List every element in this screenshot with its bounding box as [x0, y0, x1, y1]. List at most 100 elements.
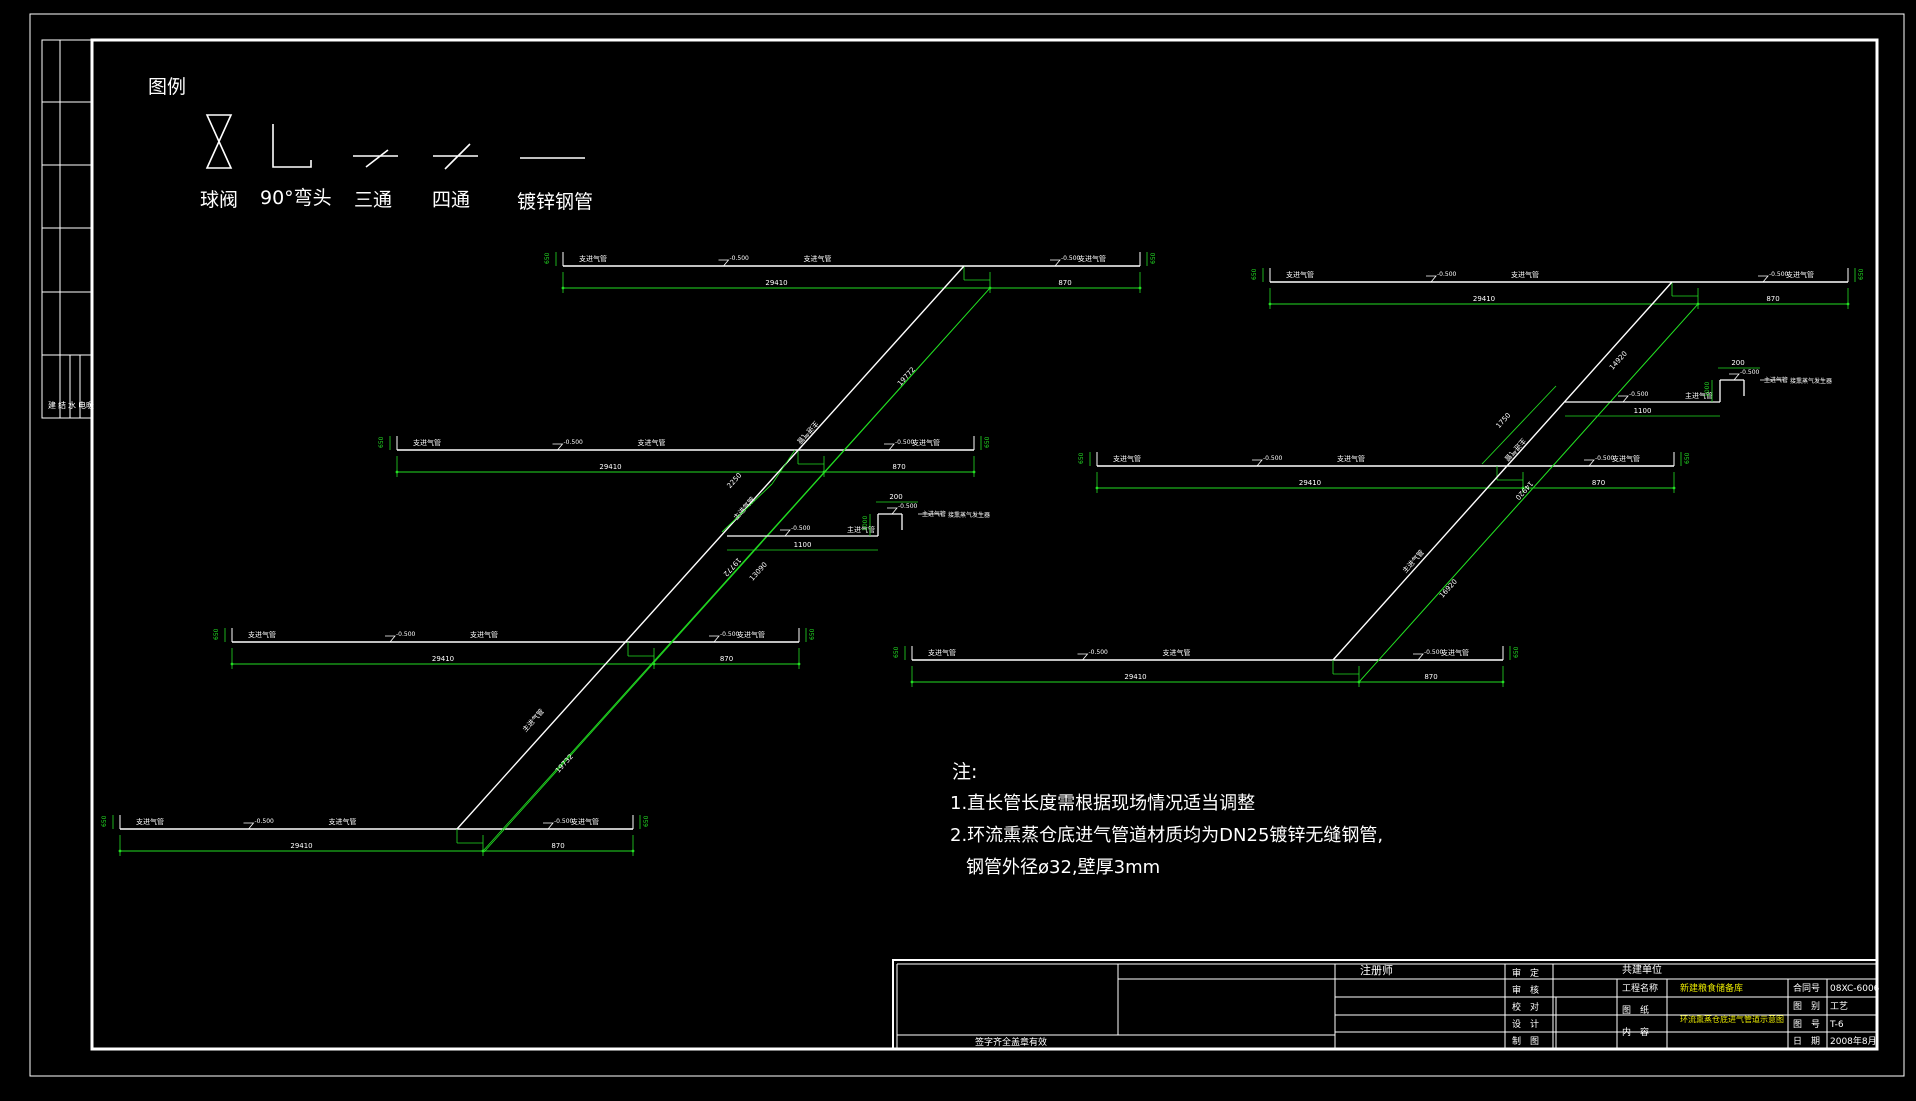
branch-label: 支进气管: [413, 438, 441, 447]
tb-role-2: 审 核: [1512, 984, 1539, 996]
riser-dimension-label: 16920: [1438, 578, 1459, 600]
riser-dimension-line: [483, 287, 991, 853]
dimension-right-label: 870: [1424, 673, 1437, 681]
dimension-tick: [1521, 486, 1525, 490]
riser-dimension-label: 13090: [748, 561, 769, 583]
elevation-label: -0.500: [1089, 649, 1109, 656]
main-pipe: [456, 265, 965, 830]
strip-label-3: 水: [68, 400, 76, 410]
dimension-right-label: 870: [1766, 295, 1779, 303]
dimension-tick: [1672, 486, 1676, 490]
dimension-left-label: 29410: [1299, 479, 1321, 487]
end-height-label: 650: [1684, 452, 1691, 464]
tb-project-value: 新建粮食储备库: [1680, 982, 1743, 994]
elevation-label: -0.500: [720, 631, 740, 638]
tb-registered: 注册师: [1360, 963, 1393, 977]
riser-dimension-line: [1358, 303, 1699, 683]
branch-label: 支进气管: [571, 817, 599, 826]
elevation-label: -0.500: [1437, 271, 1457, 278]
branch-label: 支进气管: [1511, 270, 1539, 279]
elevation-label: -0.500: [1263, 455, 1283, 462]
legend-label-tee: 三通: [354, 189, 392, 211]
tb-unit-label: 共建单位: [1622, 963, 1662, 976]
tb-project-label: 工程名称: [1622, 982, 1658, 994]
stub-label: 主进气管: [1685, 391, 1713, 400]
elevation-label: -0.500: [1424, 649, 1444, 656]
dimension-tick: [797, 662, 801, 666]
legend-label-cross: 四通: [432, 189, 470, 211]
dimension-tick: [631, 849, 635, 853]
note-line-2: 2.环流熏蒸仓底进气管道材质均为DN25镀锌无缝钢管,: [950, 825, 1383, 846]
elevation-mark: [1050, 259, 1061, 267]
tb-content-label: 图 纸: [1622, 1004, 1649, 1016]
tb-role-4: 设 计: [1512, 1018, 1539, 1030]
end-height-label: 650: [1078, 452, 1085, 464]
generator-note: 接熏蒸气发生器: [1790, 377, 1832, 385]
elevation-label: -0.500: [898, 503, 918, 510]
elevation-mark: [887, 507, 898, 515]
legend-title: 图例: [148, 76, 186, 98]
strip-label-2: 结: [58, 400, 66, 410]
elevation-mark: [884, 443, 895, 451]
elevation-label: -0.500: [396, 631, 416, 638]
stub-length-label: 1100: [794, 541, 812, 549]
tb-content-label-2: 内 容: [1622, 1026, 1649, 1038]
end-height-label: 650: [1513, 646, 1520, 658]
stub-height-label: 1000: [862, 516, 869, 531]
tb-sheet-label: 图 号: [1793, 1019, 1820, 1030]
elevation-mark: [1758, 275, 1769, 283]
stub-height-label: 1000: [1704, 382, 1711, 397]
dimension-left-label: 29410: [432, 655, 454, 663]
riser-dimension-label: 19732: [554, 753, 575, 775]
elevation-mark: [552, 443, 564, 451]
branch-label: 支进气管: [1786, 270, 1814, 279]
offset-dimension-line: [721, 483, 773, 533]
elevation-mark: [780, 529, 791, 537]
branch-label: 支进气管: [136, 817, 164, 826]
branch-label: 支进气管: [329, 817, 357, 826]
tee-icon: [353, 149, 398, 168]
main-pipe: [1332, 281, 1673, 661]
elevation-mark: [718, 259, 730, 267]
dimension-tick: [1846, 302, 1850, 306]
strip-label-4: 电: [78, 400, 86, 410]
elevation-label: -0.500: [1595, 455, 1615, 462]
note-line-3: 钢管外径ø32,壁厚3mm: [966, 857, 1160, 878]
dimension-tick: [1095, 486, 1099, 490]
end-height-label: 650: [544, 252, 551, 264]
branch-label: 支进气管: [804, 254, 832, 263]
dimension-tick: [230, 662, 234, 666]
offset-label: 2250: [726, 471, 744, 490]
stub-width-label: 200: [889, 493, 902, 501]
dimension-tick: [1501, 680, 1505, 684]
branch-label: 支进气管: [470, 630, 498, 639]
tb-discipline-label: 图 别: [1793, 1001, 1820, 1012]
main-pipe-label: 主进气管: [520, 707, 545, 734]
tb-contract-label: 合同号: [1793, 982, 1820, 994]
elevation-label: -0.500: [1740, 369, 1760, 376]
tb-role-1: 审 定: [1512, 967, 1539, 979]
ball-valve-icon: [205, 114, 233, 169]
end-height-label: 650: [643, 815, 650, 827]
end-height-label: 650: [893, 646, 900, 658]
branch-label: 支进气管: [1337, 454, 1365, 463]
tb-sheet-value: T-6: [1829, 1020, 1844, 1030]
main-pipe-label: 主进气管: [795, 419, 820, 446]
branch-label: 支进气管: [1078, 254, 1106, 263]
end-height-label: 650: [1858, 268, 1865, 280]
dimension-right-label: 870: [1592, 479, 1605, 487]
cross-icon: [433, 143, 478, 170]
elevation-label: -0.500: [1769, 271, 1789, 278]
branch-label: 支进气管: [1113, 454, 1141, 463]
elevation-label: -0.500: [255, 818, 275, 825]
tb-role-5: 制 图: [1512, 1035, 1539, 1047]
legend-label-elbow: 90°弯头: [260, 187, 332, 209]
binding-strip: [41, 39, 93, 419]
end-height-label: 650: [984, 436, 991, 448]
dimension-right-label: 870: [551, 842, 564, 850]
elevation-mark: [385, 635, 396, 643]
elevation-label: -0.500: [564, 439, 584, 446]
elevation-label: -0.500: [730, 255, 750, 262]
elevation-mark: [1618, 395, 1629, 403]
elevation-label: -0.500: [554, 818, 574, 825]
